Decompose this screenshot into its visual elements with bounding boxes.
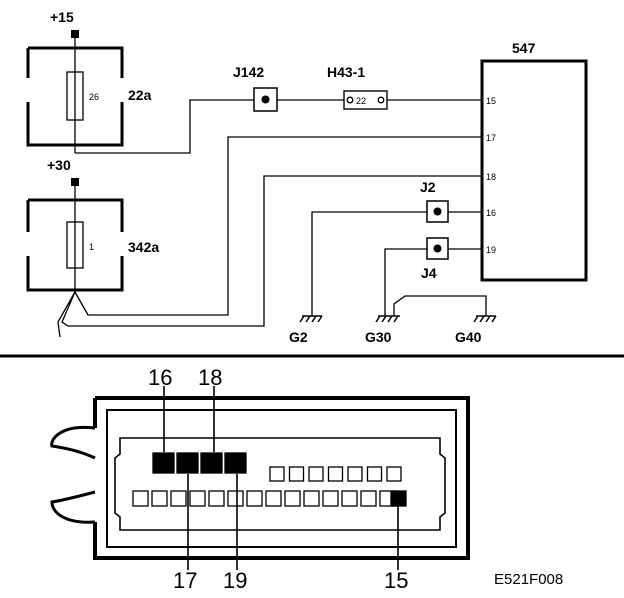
connector-pin-used: [176, 452, 199, 474]
wire-pin19-g30: [384, 248, 487, 316]
connector-pin-empty: [151, 490, 168, 507]
connector-pin-empty: [170, 490, 187, 507]
module-pin-16: 16: [486, 208, 496, 218]
connector-label-19: 19: [223, 568, 247, 593]
connector-pin-used: [152, 452, 175, 474]
connector-pin-empty: [322, 490, 339, 507]
ground-symbols: [299, 315, 497, 323]
supply-plus30-label: +30: [47, 157, 71, 173]
module-pin-18: 18: [486, 172, 496, 182]
ground-g30-label: G30: [365, 329, 392, 345]
ground-g2-label: G2: [289, 329, 308, 345]
module-547-label: 547: [512, 40, 536, 56]
connector-label-16: 16: [148, 365, 172, 390]
connector-j2: [426, 200, 449, 223]
connector-pin-empty: [366, 466, 383, 482]
supply-plus15-label: +15: [50, 9, 74, 25]
connector-pin-empty: [327, 466, 344, 482]
connector-pin-used: [200, 452, 223, 474]
ground-g40-label: G40: [455, 329, 482, 345]
connector-pin-empty: [208, 490, 225, 507]
connector-label-15: 15: [384, 568, 408, 593]
connector-pin-empty: [246, 490, 263, 507]
connector-face-view: [50, 386, 470, 570]
module-pin-17: 17: [486, 133, 496, 143]
module-pin-19: 19: [486, 245, 496, 255]
connector-j2-label: J2: [420, 179, 436, 195]
connector-pin-empty: [265, 490, 282, 507]
figure-code: E521F008: [494, 571, 563, 588]
connector-pin-empty: [288, 466, 305, 482]
connector-j142: [253, 87, 278, 112]
connector-pins-upper-row: [152, 452, 402, 482]
connector-pin-empty: [308, 466, 324, 482]
wire-fuse22a: [75, 99, 482, 154]
module-547: [480, 59, 588, 282]
fuse-22a-label: 22a: [128, 87, 152, 103]
ground-g30-symbol: [375, 315, 400, 323]
connector-pin-empty: [303, 490, 320, 507]
connector-h43-1-pin: 22: [356, 96, 366, 106]
connector-h43-1-label: H43-1: [327, 64, 365, 80]
connector-pin-empty: [360, 490, 377, 507]
connector-pin-empty: [386, 466, 402, 482]
pin-leader-lines: [163, 386, 399, 570]
fuse-342a-number: 1: [89, 242, 94, 252]
fuse-box-22a: [26, 46, 124, 153]
connector-label-17: 17: [173, 568, 197, 593]
connector-j4-label: J4: [421, 265, 437, 281]
ground-g2-symbol: [299, 315, 323, 323]
supply-plus30-terminal: [71, 178, 79, 186]
connector-pin-used: [224, 452, 247, 474]
connector-pin-empty: [132, 490, 149, 507]
module-pin-15: 15: [486, 96, 496, 106]
connector-j4: [426, 237, 449, 260]
supply-plus15-terminal: [71, 30, 79, 38]
connector-j142-label: J142: [233, 64, 264, 80]
connector-pin-empty: [347, 466, 363, 482]
connector-pin-empty: [227, 490, 244, 507]
fuse-box-342a: [26, 198, 124, 292]
connector-pin-empty: [269, 466, 285, 482]
connector-pin-empty: [341, 490, 358, 507]
connector-label-18: 18: [198, 365, 222, 390]
fuse-342a-label: 342a: [128, 239, 159, 255]
connector-pin-empty: [284, 490, 301, 507]
ground-g40-symbol: [473, 315, 497, 323]
connector-h43-1: [343, 90, 388, 110]
wire-pin16-g2: [311, 211, 482, 316]
fuse-22a-number: 26: [89, 92, 99, 102]
connector-pin-empty: [189, 490, 206, 507]
connector-pins-lower-row: [132, 490, 407, 507]
connector-pin-used: [390, 490, 407, 507]
wire-fuse342a: [57, 136, 482, 338]
